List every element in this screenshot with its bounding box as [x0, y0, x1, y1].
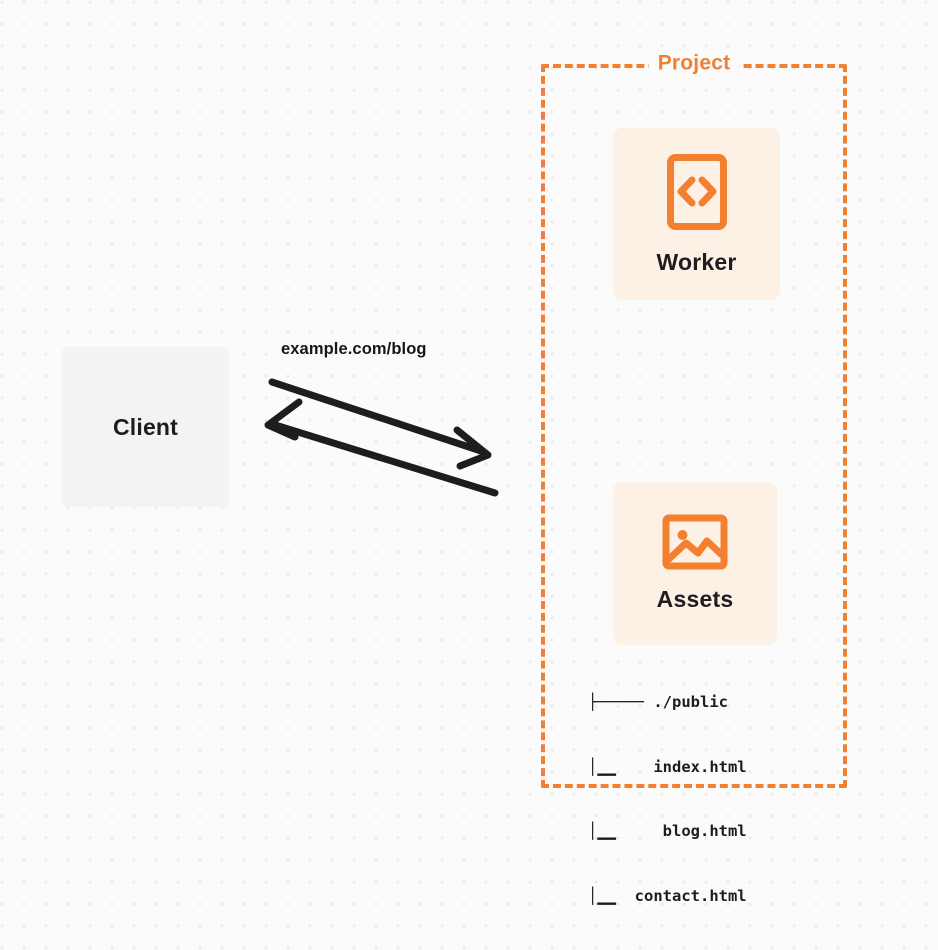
file-tree-row: │▁▁ contact.html [588, 886, 747, 905]
code-brackets-icon [666, 153, 727, 230]
response-arrow [264, 398, 499, 497]
worker-node[interactable]: Worker [613, 128, 780, 300]
project-title: Project [648, 51, 740, 76]
image-icon [662, 514, 728, 570]
assets-node[interactable]: Assets [613, 482, 777, 645]
file-tree-row: │▁▁ blog.html [588, 822, 747, 840]
worker-label: Worker [656, 248, 737, 275]
file-tree-row: ├───── ./public [588, 693, 728, 711]
project-container: Project [541, 51, 847, 788]
client-node[interactable]: Client [62, 347, 229, 507]
diagram-canvas: Client example.com/blog Project Worker [62, 51, 847, 905]
assets-label: Assets [656, 586, 734, 612]
client-label: Client [112, 413, 179, 440]
edge-label-url: example.com/blog [281, 340, 427, 358]
request-arrow [268, 378, 492, 470]
assets-file-tree: ├───── ./public │▁▁ index.html │▁▁ blog.… [588, 649, 747, 950]
file-tree-row: │▁▁ index.html [588, 757, 747, 776]
